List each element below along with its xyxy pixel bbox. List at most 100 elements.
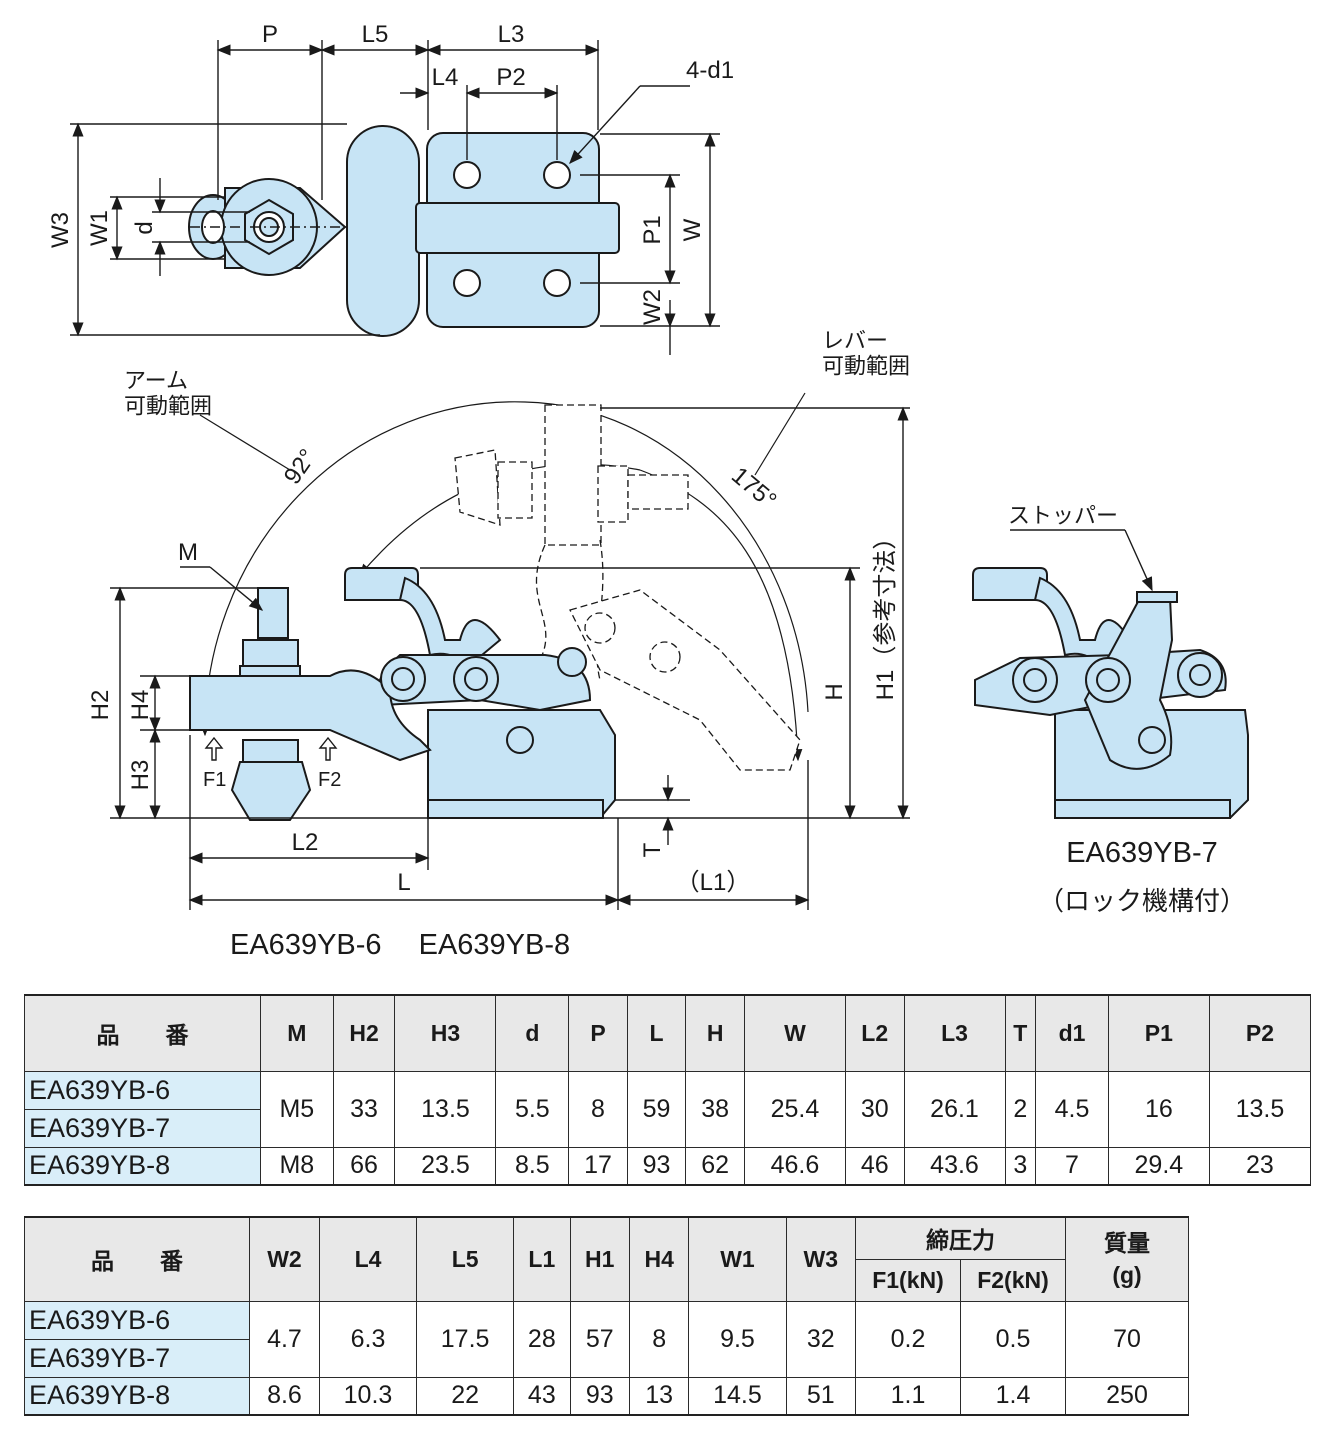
table-row: EA639YB-8 8.6 10.3 22 43 93 13 14.5 51 1… bbox=[24, 1376, 1189, 1416]
value-cell: 10.3 bbox=[318, 1376, 418, 1416]
value-cell: 93 bbox=[626, 1146, 687, 1186]
svg-text:（ロック機構付）: （ロック機構付） bbox=[1038, 886, 1246, 916]
svg-text:F2: F2 bbox=[318, 769, 341, 791]
col-header: F1(kN) bbox=[855, 1258, 961, 1302]
value-cell: 16 bbox=[1107, 1070, 1210, 1148]
col-header: W bbox=[743, 994, 846, 1072]
svg-text:L5: L5 bbox=[362, 21, 389, 48]
value-cell: 8.5 bbox=[495, 1146, 570, 1186]
value-cell: 1.1 bbox=[855, 1376, 961, 1416]
value-cell: M5 bbox=[260, 1070, 334, 1148]
value-cell: 9.5 bbox=[688, 1300, 787, 1378]
value-cell: 3 bbox=[1004, 1146, 1037, 1186]
lock-variant-labels: ストッパー EA639YB-7 （ロック機構付） bbox=[1008, 503, 1246, 916]
svg-text:H: H bbox=[821, 683, 848, 700]
value-cell: 32 bbox=[785, 1300, 857, 1378]
svg-text:H4: H4 bbox=[127, 690, 154, 721]
svg-text:H2: H2 bbox=[87, 690, 114, 721]
svg-text:L2: L2 bbox=[292, 829, 319, 856]
value-cell: 8 bbox=[568, 1070, 628, 1148]
value-cell: 13 bbox=[628, 1376, 690, 1416]
value-cell: 51 bbox=[785, 1376, 857, 1416]
side-view-dimensions bbox=[110, 406, 910, 910]
col-header: 品 番 bbox=[24, 1216, 250, 1302]
svg-text:アーム可動範囲: アーム可動範囲 bbox=[124, 368, 212, 418]
value-cell: 93 bbox=[569, 1376, 630, 1416]
svg-text:L3: L3 bbox=[498, 21, 525, 48]
svg-text:175°: 175° bbox=[726, 462, 781, 515]
col-header: W3 bbox=[785, 1216, 857, 1302]
col-header: F2(kN) bbox=[960, 1258, 1066, 1302]
col-header: W1 bbox=[688, 1216, 787, 1302]
col-header: 品 番 bbox=[24, 994, 261, 1072]
col-header: H1 bbox=[569, 1216, 630, 1302]
value-cell: 22 bbox=[416, 1376, 515, 1416]
value-cell: 23.5 bbox=[394, 1146, 497, 1186]
value-cell: 29.4 bbox=[1107, 1146, 1210, 1186]
value-cell: 43.6 bbox=[903, 1146, 1006, 1186]
col-header: P1 bbox=[1107, 994, 1210, 1072]
col-header: L2 bbox=[844, 994, 905, 1072]
svg-text:（L1）: （L1） bbox=[676, 869, 751, 896]
svg-text:W: W bbox=[679, 218, 706, 241]
col-header: L1 bbox=[513, 1216, 571, 1302]
model-cell: EA639YB-6 bbox=[24, 1300, 250, 1340]
col-header: L3 bbox=[903, 994, 1006, 1072]
value-cell: 8 bbox=[628, 1300, 690, 1378]
col-header: M bbox=[260, 994, 334, 1072]
value-cell: 25.4 bbox=[743, 1070, 846, 1148]
svg-text:d: d bbox=[131, 221, 158, 234]
svg-text:L4: L4 bbox=[432, 64, 459, 91]
value-cell: 13.5 bbox=[394, 1070, 497, 1148]
value-cell: 57 bbox=[569, 1300, 630, 1378]
value-cell: 14.5 bbox=[688, 1376, 787, 1416]
col-header: T bbox=[1004, 994, 1037, 1072]
table-row: EA639YB-6 M5 33 13.5 5.5 8 59 38 25.4 30… bbox=[24, 1070, 1312, 1148]
top-view-labels: P L5 L3 L4 P2 4-d1 W3 W1 d P1 W W2 bbox=[47, 21, 734, 325]
value-cell: 17.5 bbox=[416, 1300, 515, 1378]
value-cell: 2 bbox=[1004, 1070, 1037, 1148]
col-header: d1 bbox=[1035, 994, 1109, 1072]
col-header: L5 bbox=[416, 1216, 515, 1302]
value-cell: 250 bbox=[1065, 1376, 1189, 1416]
value-cell: 46 bbox=[844, 1146, 905, 1186]
svg-text:W2: W2 bbox=[639, 289, 666, 325]
value-cell: 70 bbox=[1065, 1300, 1189, 1378]
col-header: P2 bbox=[1208, 994, 1312, 1072]
col-header: H4 bbox=[628, 1216, 690, 1302]
force-group-header: 締圧力 bbox=[855, 1216, 1066, 1260]
svg-text:M: M bbox=[178, 539, 198, 566]
value-cell: 0.5 bbox=[960, 1300, 1066, 1378]
value-cell: 26.1 bbox=[903, 1070, 1006, 1148]
value-cell: 1.4 bbox=[960, 1376, 1066, 1416]
col-header: d bbox=[495, 994, 570, 1072]
model-cell: EA639YB-8 bbox=[24, 1376, 250, 1416]
value-cell: 4.5 bbox=[1035, 1070, 1109, 1148]
clamp-drawing: P L5 L3 L4 P2 4-d1 W3 W1 d P1 W W2 bbox=[47, 21, 1249, 961]
col-header: L4 bbox=[318, 1216, 418, 1302]
lock-variant-view bbox=[972, 567, 1249, 819]
svg-text:4-d1: 4-d1 bbox=[686, 57, 734, 84]
svg-text:EA639YB-7: EA639YB-7 bbox=[1066, 837, 1218, 869]
table-row: EA639YB-6 4.7 6.3 17.5 28 57 8 9.5 32 0.… bbox=[24, 1300, 1189, 1378]
table-row: EA639YB-8 M8 66 23.5 8.5 17 93 62 46.6 4… bbox=[24, 1146, 1312, 1186]
model-cell: EA639YB-7 bbox=[24, 1108, 261, 1148]
value-cell: 38 bbox=[685, 1070, 745, 1148]
value-cell: 7 bbox=[1035, 1146, 1109, 1186]
value-cell: 23 bbox=[1208, 1146, 1312, 1186]
side-view-body bbox=[189, 567, 616, 821]
svg-text:ストッパー: ストッパー bbox=[1008, 503, 1118, 528]
svg-text:92°: 92° bbox=[279, 444, 322, 489]
value-cell: 66 bbox=[332, 1146, 396, 1186]
value-cell: 43 bbox=[513, 1376, 571, 1416]
svg-text:P2: P2 bbox=[496, 64, 525, 91]
spec-table-1: 品 番 M H2 H3 d P L H W L2 L3 T d1 P1 P2 E… bbox=[24, 994, 1312, 1186]
col-header: W2 bbox=[249, 1216, 320, 1302]
value-cell: 5.5 bbox=[495, 1070, 570, 1148]
model-cell: EA639YB-7 bbox=[24, 1338, 250, 1378]
svg-text:W1: W1 bbox=[86, 210, 113, 246]
col-header: P bbox=[568, 994, 628, 1072]
value-cell: 0.2 bbox=[855, 1300, 961, 1378]
value-cell: 13.5 bbox=[1208, 1070, 1312, 1148]
value-cell: 59 bbox=[626, 1070, 687, 1148]
